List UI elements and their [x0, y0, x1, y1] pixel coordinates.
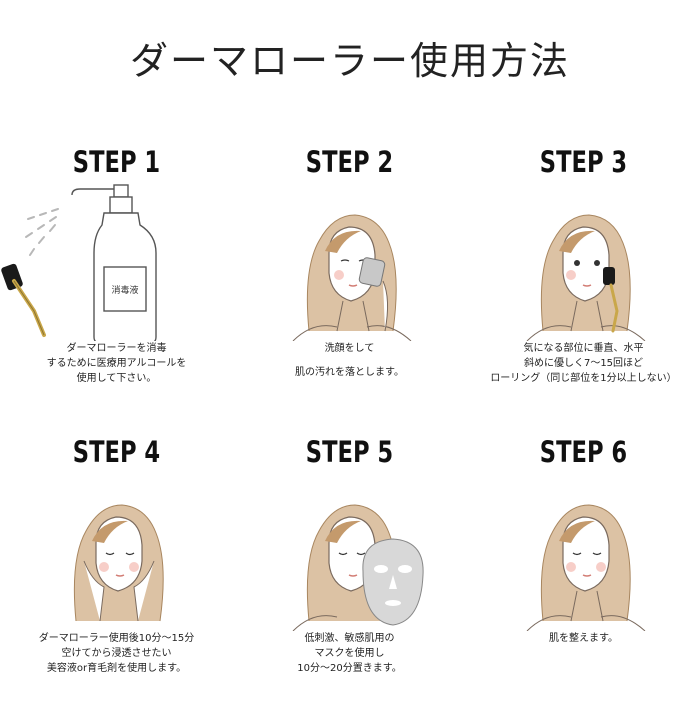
step-5-label: STEP 5 [305, 435, 394, 469]
bottle-icon [71, 184, 157, 341]
step-1-description: ダーマローラーを消毒 するために医療用アルコールを 使用して下さい。 [46, 343, 187, 384]
step-4-cell: STEP 4 ダーマローラー使用後10分〜15分 空けてから浸透させたい 美容液… [0, 435, 233, 725]
spray-mist-icon [25, 208, 59, 256]
face-washing-illustration [292, 214, 412, 341]
step-3-description: 気になる部位に垂直、水平 斜めに優しく7〜15回ほど ローリング（同じ部位を1分… [490, 343, 677, 384]
face-mask-illustration [292, 504, 424, 631]
woman-face-icon [526, 214, 646, 341]
applying-serum-illustration [73, 504, 164, 622]
woman-face-icon [292, 214, 412, 341]
step-6-cell: STEP 6 肌を整えます。 [467, 435, 700, 725]
step-6-label: STEP 6 [539, 435, 628, 469]
step-3-label: STEP 3 [539, 145, 628, 179]
page-title: ダーマローラー使用方法 [129, 39, 570, 83]
step-2-description: 洗顔をして 肌の汚れを落とします。 [295, 343, 404, 378]
step-5-description: 低刺激、敏感肌用の マスクを使用し 10分〜20分置きます。 [297, 633, 402, 674]
step-4-description: ダーマローラー使用後10分〜15分 空けてから浸透させたい 美容液or育毛剤を使… [38, 633, 195, 674]
step-4-label: STEP 4 [72, 435, 161, 469]
step-1-label: STEP 1 [72, 145, 161, 179]
sheet-mask-icon [362, 538, 424, 626]
derma-roller-icon [1, 263, 46, 337]
step-2-cell: STEP 2 洗顔をして 肌の汚れを落とします。 [233, 145, 466, 435]
disinfectant-bottle-illustration: 消毒液 [1, 184, 157, 341]
woman-face-icon [73, 504, 164, 622]
step-5-cell: STEP 5 低刺激、敏感肌用の マスクを使用し 10分〜20分置きます。 [233, 435, 466, 725]
rolling-face-illustration [526, 214, 646, 341]
step-2-label: STEP 2 [305, 145, 394, 179]
finished-face-illustration [526, 504, 646, 631]
bottle-label-text: 消毒液 [111, 284, 138, 296]
step-3-cell: STEP 3 気になる部位に垂直、水平 斜めに優しく7〜15回ほど ローリング（… [467, 145, 700, 435]
step-6-description: 肌を整えます。 [549, 633, 618, 644]
woman-face-icon [526, 504, 646, 631]
step-1-cell: STEP 1 消毒液 ダーマローラーを消毒 するために医療用アルコールを 使用し… [0, 145, 233, 435]
